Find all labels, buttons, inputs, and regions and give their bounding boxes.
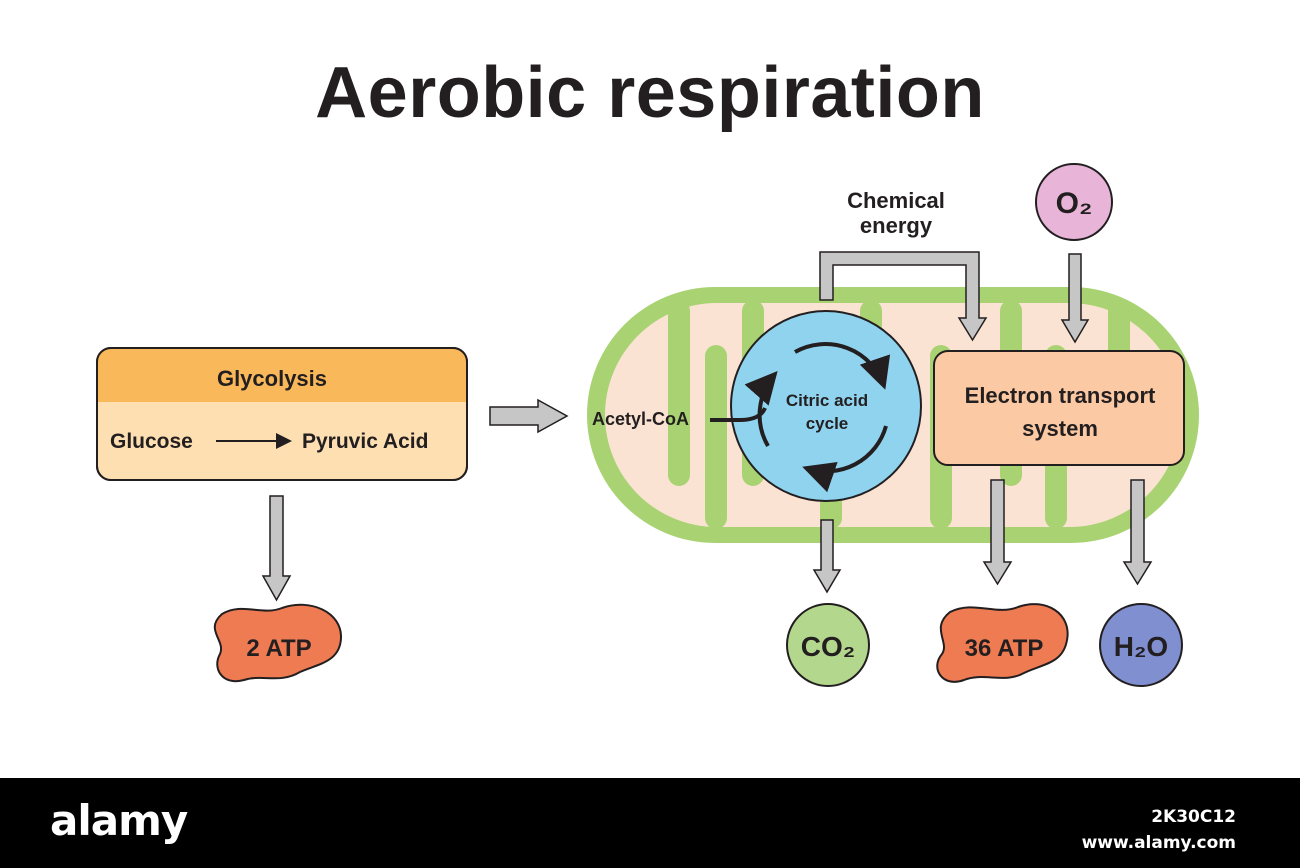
water-arrow [1122,479,1153,586]
pyruvic-acid-label: Pyruvic Acid [302,430,428,453]
water-circle [1099,603,1183,687]
right-arrow-to-mito [489,398,569,434]
co2-arrow [812,519,842,594]
site-url: www.alamy.com [1081,833,1236,853]
cycle-arrows [744,342,891,493]
co2-label: CO₂ [801,631,855,662]
page-title: Aerobic respiration [315,53,985,133]
glycolysis-header: Glycolysis [217,366,327,391]
footer-meta: 2K30C12 www.alamy.com [1082,804,1236,856]
ets-label-1: Electron transport [965,383,1156,408]
water-label: H₂O [1114,631,1168,662]
acetyl-coa-label: Acetyl-CoA [592,409,689,429]
oxygen-label: O₂ [1056,187,1093,220]
chemical-energy-arrow [819,251,988,342]
image-id: 2K30C12 [1151,807,1236,827]
acetyl-coa-connector [710,407,767,422]
citric-acid-label-1: Citric acid [786,391,868,410]
ets-box [933,350,1185,466]
atp36-arrow [982,479,1013,586]
atp-label-36: 36 ATP [965,635,1044,662]
glucose-label: Glucose [110,430,193,453]
alamy-logo: alamy [50,796,188,845]
oxygen-circle [1035,163,1113,241]
co2-circle [786,603,870,687]
oxygen-arrow [1060,253,1090,344]
citric-acid-label-2: cycle [806,414,849,433]
down-arrow-2atp [261,495,292,602]
chemical-energy-label-2: energy [860,213,933,238]
atp-blob-36 [936,603,1069,683]
watermark-footer: alamy 2K30C12 www.alamy.com [0,778,1300,868]
ets-label-2: system [1022,416,1098,441]
atp-label-2: 2 ATP [246,635,311,662]
atp-blob-2 [213,603,343,683]
chemical-energy-label-1: Chemical [847,188,945,213]
glycolysis-box [96,347,468,481]
